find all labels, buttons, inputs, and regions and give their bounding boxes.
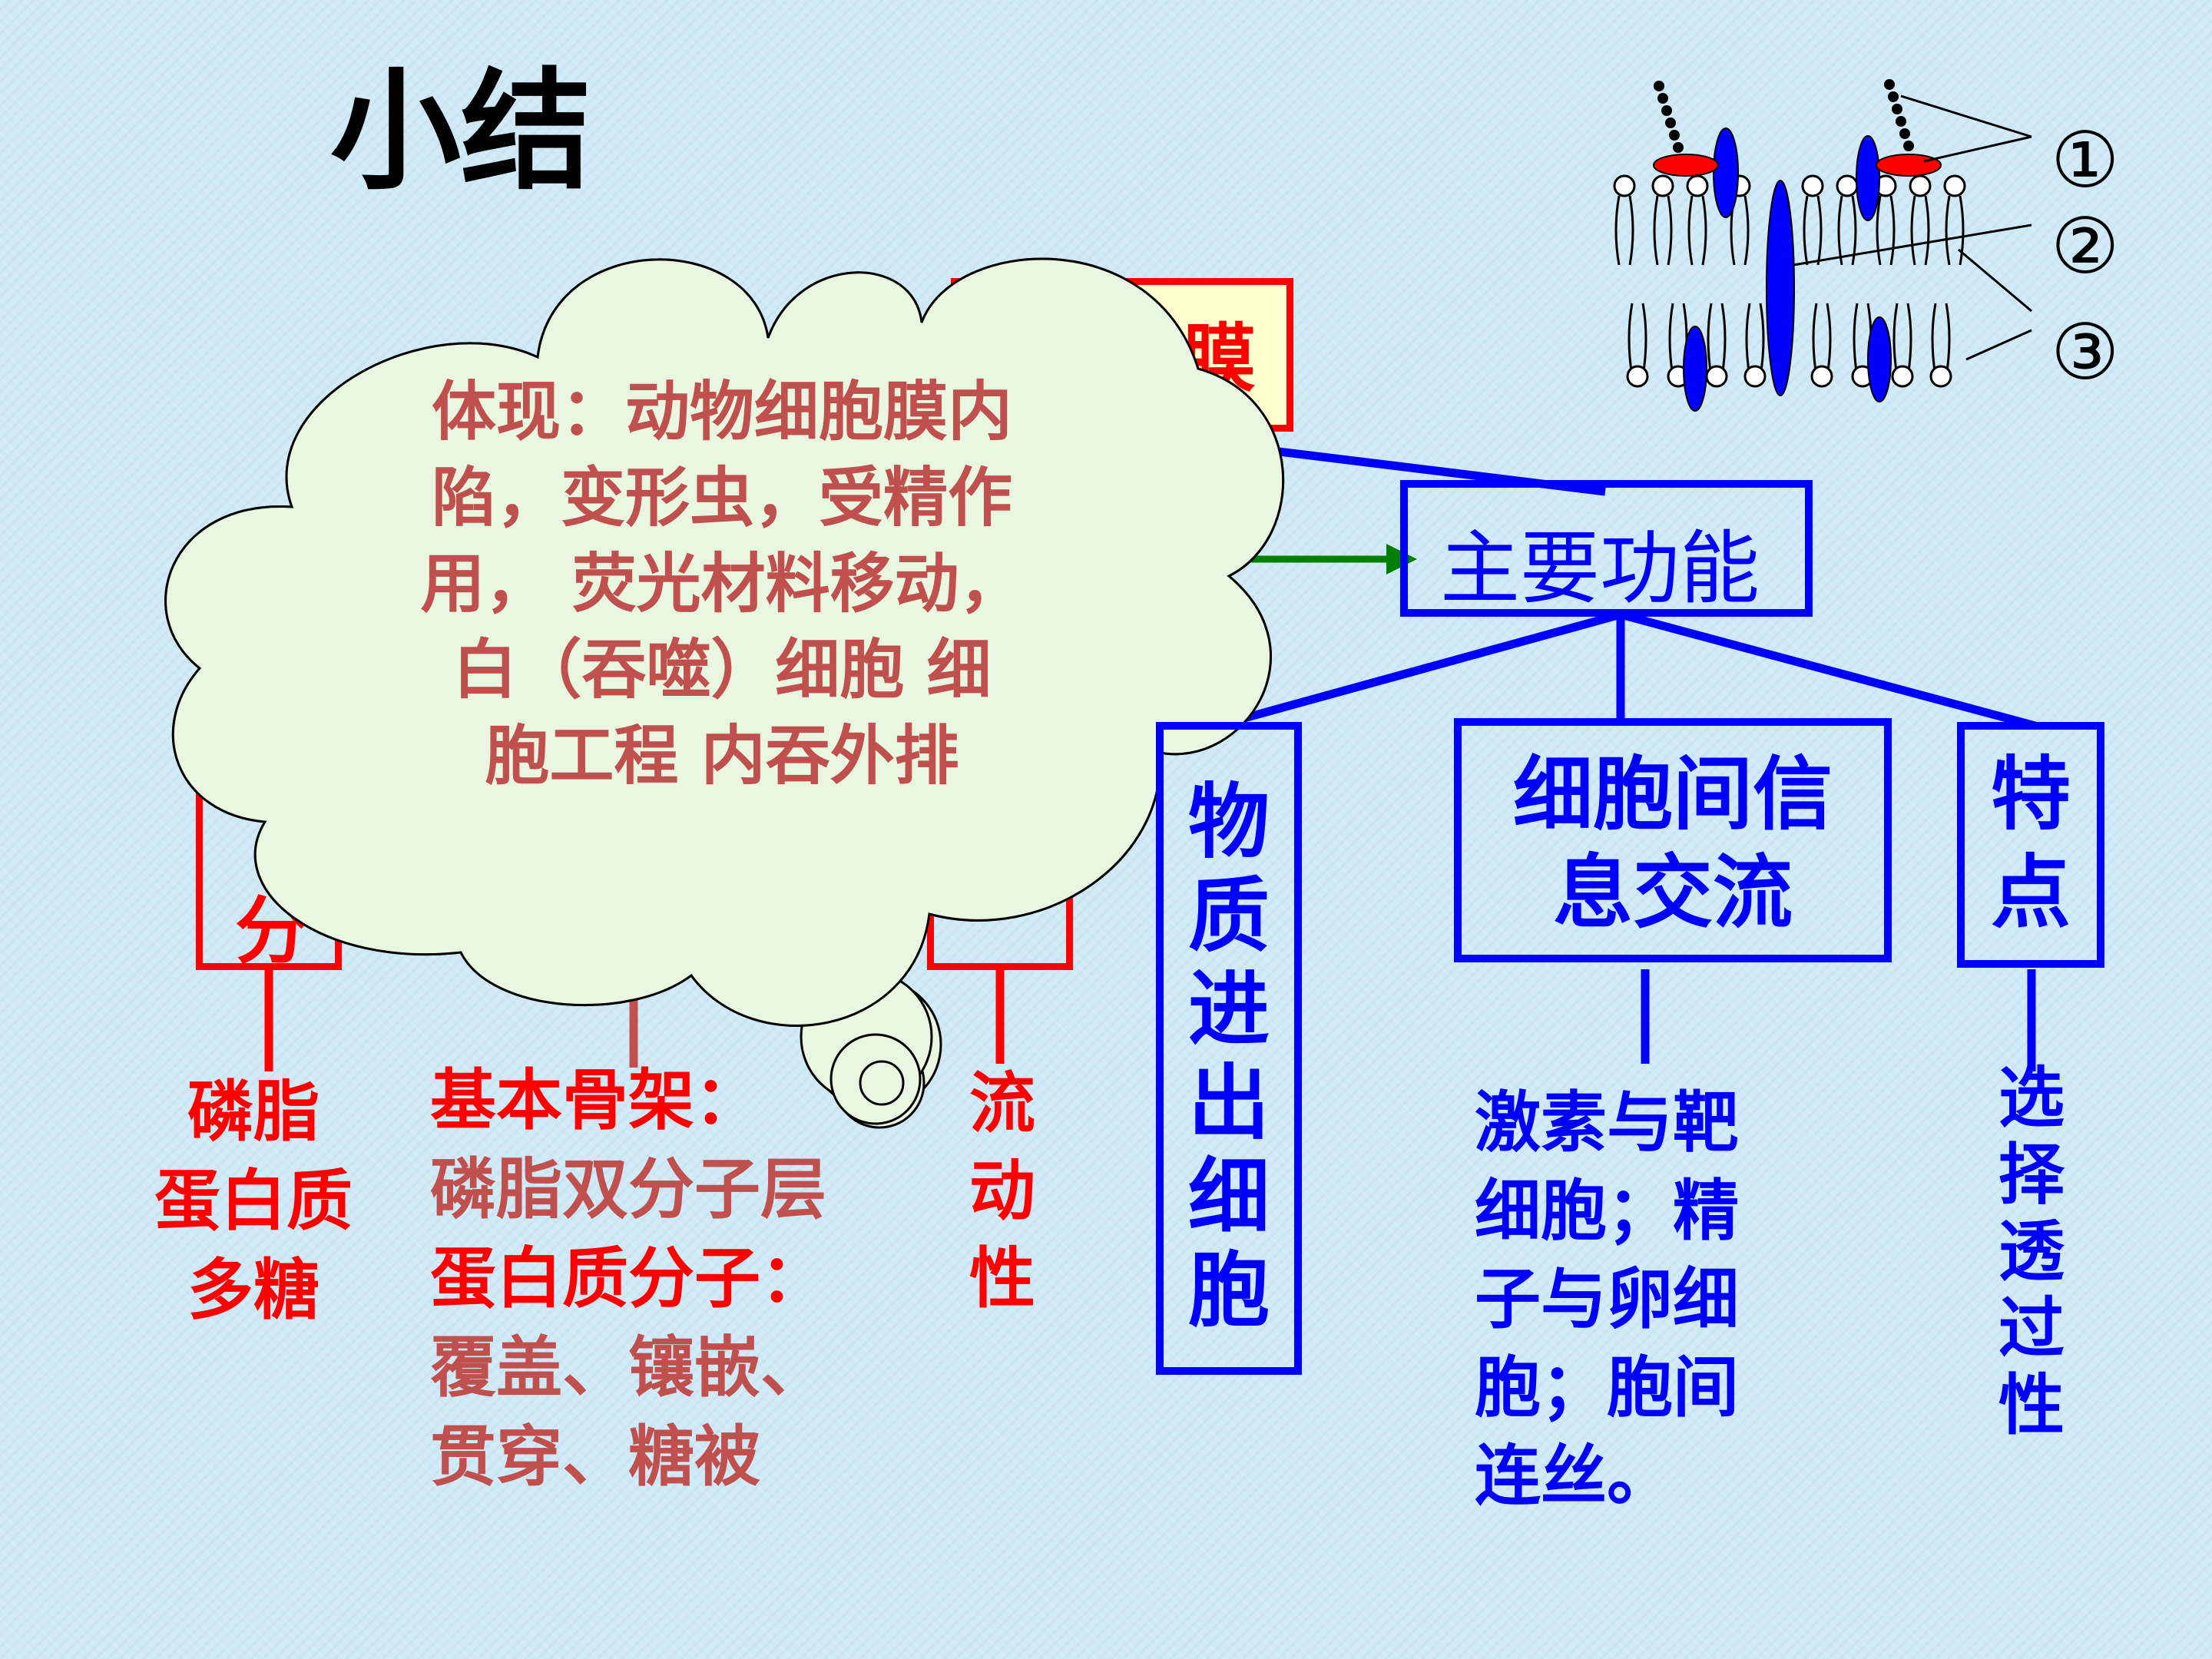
composition-list: 磷脂 蛋白质 多糖 <box>154 1074 353 1329</box>
glycoproteins <box>1653 154 1942 177</box>
label-pointers <box>1793 94 2032 361</box>
membrane-label-1: ① <box>2051 115 2120 205</box>
membrane-label-3: ③ <box>2051 307 2120 397</box>
membrane-label-2: ② <box>2051 201 2120 291</box>
structure-line-2: 磷脂双分子层 <box>430 1151 826 1228</box>
membrane-proteins <box>1683 127 1892 412</box>
main-function-label: 主要功能 <box>1440 522 1760 615</box>
structure-line-4: 覆盖、镶嵌、 <box>430 1330 826 1406</box>
substance-transport-box: 物 质 进 出 细 胞 <box>1156 722 1302 1375</box>
composition-box: 分 <box>196 726 342 974</box>
selective-permeability: 选 择 透 过 性 <box>1998 1060 2065 1444</box>
sugar-chains <box>1654 79 1914 153</box>
feature-label: 特 点 <box>1990 747 2071 939</box>
membrane-diagram <box>1613 79 2032 412</box>
structure-description: 基本骨架： 磷脂双分子层 蛋白质分子： 覆盖、镶嵌、 贯穿、糖被 <box>430 1056 826 1502</box>
main-function-box: 主要功能 <box>1400 480 1813 617</box>
fluidity-text: 流 动 性 <box>969 1065 1035 1317</box>
info-exchange-box: 细胞间信 息交流 <box>1454 718 1892 962</box>
structure-line-5: 贯穿、糖被 <box>430 1419 760 1495</box>
substance-transport-label: 物 质 进 出 细 胞 <box>1188 775 1270 1338</box>
phospholipid-top-row <box>1613 174 1966 197</box>
connector-function-to-feature <box>1619 610 2037 730</box>
info-exchange-examples: 激素与靶 细胞；精 子与卵细 胞；胞间 连丝。 <box>1475 1084 1739 1515</box>
membrane-title-partial: 膜 <box>1182 316 1256 402</box>
feature-box: 特 点 <box>1957 722 2104 968</box>
phospholipid-bottom-row <box>1626 365 1952 388</box>
connector-function-to-substance <box>1243 610 1622 723</box>
structure-line-3: 蛋白质分子： <box>430 1240 826 1317</box>
info-exchange-label: 细胞间信 息交流 <box>1512 747 1833 939</box>
cloud-text: 体现：动物细胞膜内 陷，变形虫，受精作 用， 荧光材料移动， 白（吞噬）细胞 细… <box>420 374 1024 793</box>
composition-box-partial: 分 <box>235 888 309 974</box>
structure-line-1: 基本骨架： <box>430 1062 760 1139</box>
page-title: 小结 <box>330 56 592 208</box>
